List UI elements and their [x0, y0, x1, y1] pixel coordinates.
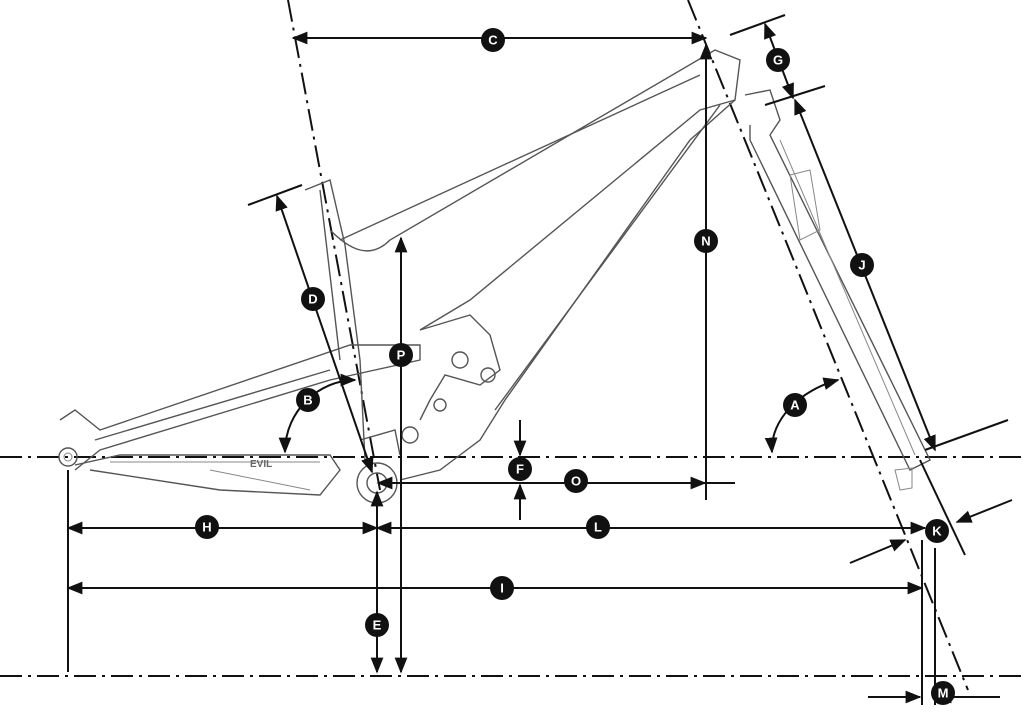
label-C: C: [481, 28, 505, 52]
svg-text:O: O: [571, 474, 581, 489]
label-P: P: [389, 343, 413, 367]
dim-D-ext: [247, 184, 303, 206]
label-A: A: [783, 393, 807, 417]
svg-text:C: C: [488, 33, 498, 48]
svg-text:H: H: [202, 520, 211, 535]
dimension-labels: A B C D E F G H I J K L M N O P: [195, 28, 955, 705]
label-D: D: [301, 287, 325, 311]
label-G: G: [766, 48, 790, 72]
brand-logo: EVIL: [250, 459, 272, 470]
dim-K-right: [955, 499, 1013, 523]
label-M: M: [931, 681, 955, 705]
dimension-lines: [66, 14, 1013, 705]
label-J: J: [850, 253, 874, 277]
angle-A-arc: [764, 377, 840, 454]
dim-K-left: [849, 539, 907, 564]
seat-tube-axis: [287, 0, 381, 491]
dim-G-ext-bottom: [764, 85, 826, 106]
svg-text:L: L: [594, 520, 602, 535]
label-B: B: [296, 388, 320, 412]
svg-text:D: D: [308, 292, 317, 307]
svg-text:I: I: [500, 581, 504, 596]
svg-text:K: K: [932, 524, 942, 539]
svg-text:A: A: [790, 398, 800, 413]
svg-text:G: G: [773, 53, 783, 68]
label-N: N: [694, 229, 718, 253]
svg-text:M: M: [938, 686, 949, 701]
label-L: L: [586, 515, 610, 539]
svg-text:N: N: [701, 234, 710, 249]
dim-K-offset: [919, 459, 966, 556]
label-O: O: [564, 469, 588, 493]
label-F: F: [508, 457, 532, 481]
label-K: K: [925, 519, 949, 543]
dim-K-ext-top: [924, 419, 1009, 451]
svg-text:E: E: [373, 618, 382, 633]
svg-text:P: P: [397, 348, 406, 363]
svg-text:B: B: [303, 393, 312, 408]
label-E: E: [365, 613, 389, 637]
dim-G-ext-top: [729, 14, 786, 36]
head-tube-axis: [687, 0, 969, 691]
label-H: H: [195, 515, 219, 539]
label-I: I: [490, 576, 514, 600]
svg-text:F: F: [516, 462, 524, 477]
dim-D: [275, 194, 374, 474]
svg-text:J: J: [858, 258, 865, 273]
